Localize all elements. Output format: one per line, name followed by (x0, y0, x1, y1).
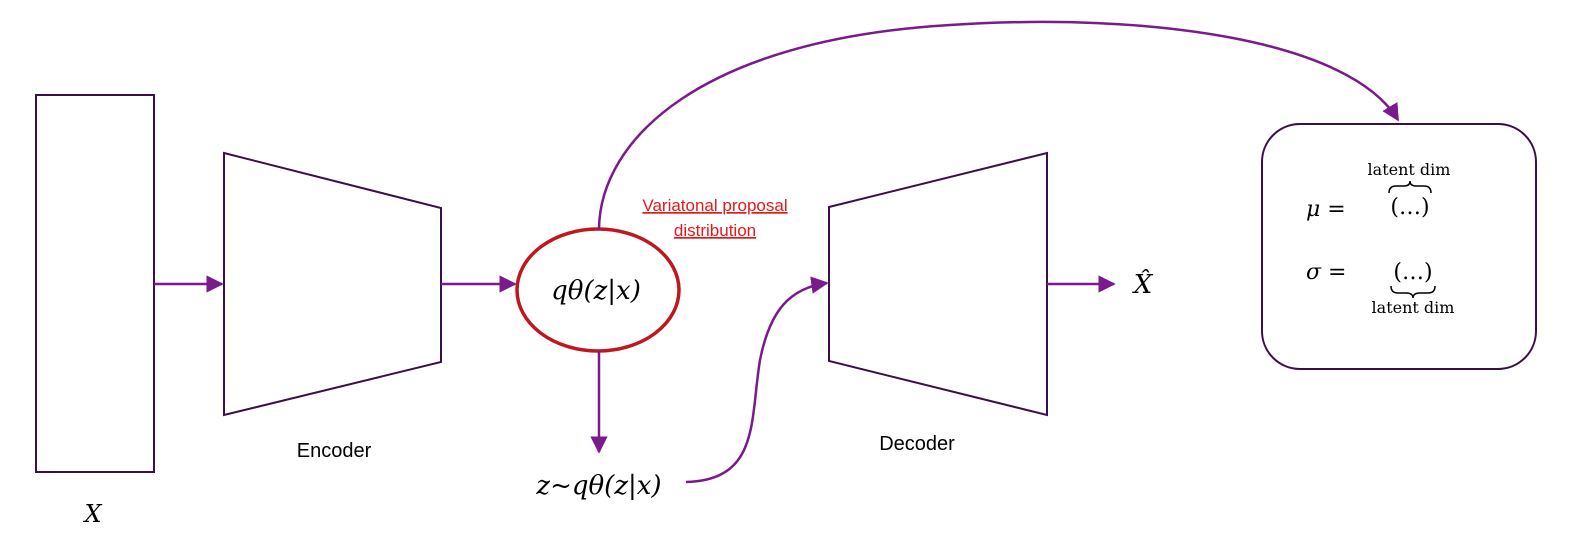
sample-label: z~qθ(z|x) (535, 471, 661, 501)
proposal-label-line2: distribution (674, 221, 756, 240)
sigma-brace-label: latent dim (1372, 298, 1455, 317)
sigma-value: (…) (1393, 260, 1432, 285)
sigma-label: σ = (1306, 260, 1346, 285)
decoder-block (828, 151, 1048, 417)
arrow-posterior-params (597, 20, 1400, 230)
params-box (1261, 123, 1537, 370)
proposal-label-line1: Variatonal proposal (642, 196, 787, 215)
input-block (35, 94, 155, 473)
posterior-label: qθ(z|x) (551, 276, 641, 306)
output-label: X̂ (1132, 269, 1154, 300)
input-label: X (82, 500, 102, 528)
mu-label: μ = (1306, 197, 1346, 222)
sigma-underbrace (1390, 285, 1436, 299)
mu-brace-label: latent dim (1368, 160, 1451, 179)
arrow-sample-decoder (685, 276, 829, 484)
encoder-block (223, 151, 442, 417)
encoder-label: Encoder (297, 440, 372, 462)
decoder-label: Decoder (879, 433, 955, 455)
mu-value: (…) (1390, 195, 1429, 220)
mu-overbrace (1388, 180, 1432, 194)
